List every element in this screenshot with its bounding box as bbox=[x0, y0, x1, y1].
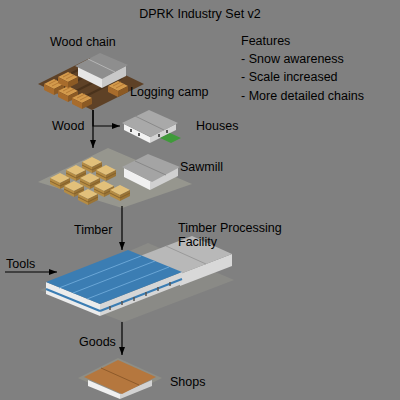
houses-art-part bbox=[122, 110, 178, 137]
flow-label: Timber bbox=[74, 223, 112, 237]
diagram-title: DPRK Industry Set v2 bbox=[0, 7, 400, 21]
note-label: Features bbox=[241, 34, 290, 48]
houses-art-part bbox=[130, 129, 132, 132]
building-label: Timber Processing Facility bbox=[178, 221, 293, 249]
building-node: Shops bbox=[80, 355, 160, 395]
shops-art-part bbox=[84, 360, 156, 394]
sawmill-art-part bbox=[110, 185, 130, 201]
facility-art-part bbox=[46, 250, 182, 304]
building-node: Houses bbox=[120, 110, 180, 142]
tools-arrow bbox=[5, 272, 57, 273]
flow-label: Wood bbox=[52, 119, 84, 133]
houses-art-part bbox=[158, 134, 160, 137]
flow-arrow bbox=[121, 206, 122, 250]
building-node: Logging camp bbox=[40, 52, 140, 110]
facility-art-part bbox=[59, 256, 169, 299]
building-node: Timber Processing Facility bbox=[42, 250, 232, 322]
building-node: Sawmill bbox=[40, 148, 190, 206]
note-label: Tools bbox=[6, 257, 35, 271]
flow-label: Goods bbox=[79, 335, 116, 349]
note-label: - Snow awareness bbox=[241, 52, 344, 66]
note-label: Wood chain bbox=[50, 35, 116, 49]
houses-art-part bbox=[138, 133, 140, 136]
logging-camp-art-part bbox=[88, 59, 115, 72]
tools-arrow-part bbox=[5, 271, 57, 272]
sawmill-art bbox=[38, 148, 192, 208]
flow-arrow bbox=[92, 110, 93, 148]
flow-arrow bbox=[121, 322, 122, 355]
facility-art-part bbox=[110, 282, 170, 310]
logging-camp-art-part bbox=[58, 72, 78, 88]
logging-camp-art-part bbox=[75, 53, 128, 79]
shops-art-part bbox=[78, 358, 162, 398]
shops-art-part bbox=[101, 368, 139, 385]
sawmill-art-part bbox=[135, 161, 166, 175]
flow-arrow bbox=[93, 110, 120, 126]
note-label: - Scale increased bbox=[241, 70, 338, 84]
houses-art-part bbox=[160, 133, 181, 143]
logging-camp-art bbox=[38, 53, 144, 110]
shops-art bbox=[78, 358, 162, 399]
note-label: - More detailed chains bbox=[241, 89, 364, 103]
building-label: Shops bbox=[170, 375, 205, 389]
building-label: Sawmill bbox=[180, 160, 223, 174]
sawmill-art-part bbox=[38, 148, 192, 208]
building-label: Houses bbox=[196, 119, 238, 133]
logging-camp-art-part bbox=[72, 93, 92, 109]
houses-art-part bbox=[135, 116, 164, 130]
building-label: Logging camp bbox=[130, 85, 209, 99]
houses-art bbox=[122, 110, 181, 143]
sawmill-art-part bbox=[122, 154, 180, 182]
houses-art-part bbox=[166, 130, 168, 133]
sawmill-art-part bbox=[96, 165, 116, 181]
